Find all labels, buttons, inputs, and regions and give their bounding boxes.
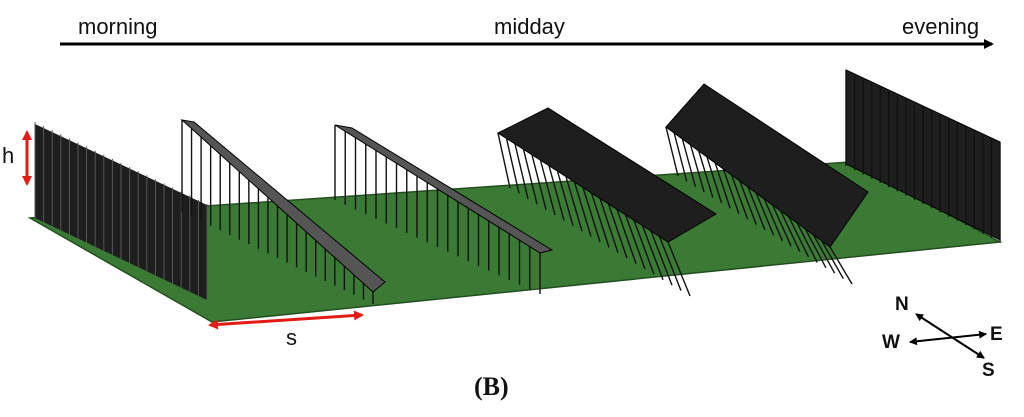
support-post [531,154,547,210]
support-post [706,156,723,204]
solar-panel [665,83,869,248]
support-post [514,143,529,199]
support-post [582,187,601,243]
spacing-label: s [286,325,297,350]
support-post [812,234,836,274]
support-post [565,176,583,232]
support-post [548,165,565,221]
support-post [522,149,538,205]
support-post [804,228,827,269]
panel-row-tilted-east-shallow [334,124,554,294]
support-post [681,138,697,187]
solar-panel [334,124,554,254]
support-post [539,160,556,216]
support-post [599,198,619,254]
panel-row-vertical-west-facing [845,69,1001,242]
support-post [755,192,775,236]
support-post [616,209,637,264]
evening-label: evening [902,14,979,39]
support-post [780,210,801,252]
panel-row-tilted-west [665,83,869,285]
compass-south: S [982,360,995,381]
support-post [722,168,740,215]
support-post [698,150,714,198]
support-post [667,241,691,297]
support-post [730,174,749,220]
support-post [689,144,705,193]
figure-caption: (B) [474,372,509,401]
support-post [650,230,673,286]
support-post [573,181,592,237]
timeline: morning midday evening [60,14,994,49]
solar-panel [180,119,386,293]
support-post [658,236,682,291]
panel-row-vertical-east-facing [34,122,208,300]
support-post [665,126,679,177]
support-post [763,198,784,242]
support-post [771,204,792,247]
support-post [796,222,818,263]
panel-row-tilted-east [180,119,386,304]
midday-label: midday [494,14,565,39]
support-post [624,214,646,270]
support-post [673,132,688,182]
west-east-axis [909,330,987,346]
height-dimension: h [2,130,32,186]
support-post [590,192,610,248]
support-post [633,219,655,275]
compass-east: E [990,324,1003,345]
support-post [556,170,574,226]
support-post [505,138,520,194]
panel-rows [34,69,1001,304]
support-post [739,180,757,225]
support-post [788,216,810,258]
height-label: h [2,143,14,168]
support-post [497,132,511,189]
compass-north: N [895,294,909,315]
support-post [821,240,844,279]
compass-west: W [882,332,900,353]
spacing-arrow [208,310,364,330]
support-post [607,203,628,259]
spacing-dimension: s [208,310,364,350]
support-post [829,246,853,285]
support-post [747,186,766,231]
solar-panel [496,107,717,243]
compass-rose: N W E S [882,294,1003,381]
support-post [714,162,731,209]
panel-row-tilted-west-shallow [496,107,717,297]
support-post [641,225,664,281]
morning-label: morning [78,14,157,39]
